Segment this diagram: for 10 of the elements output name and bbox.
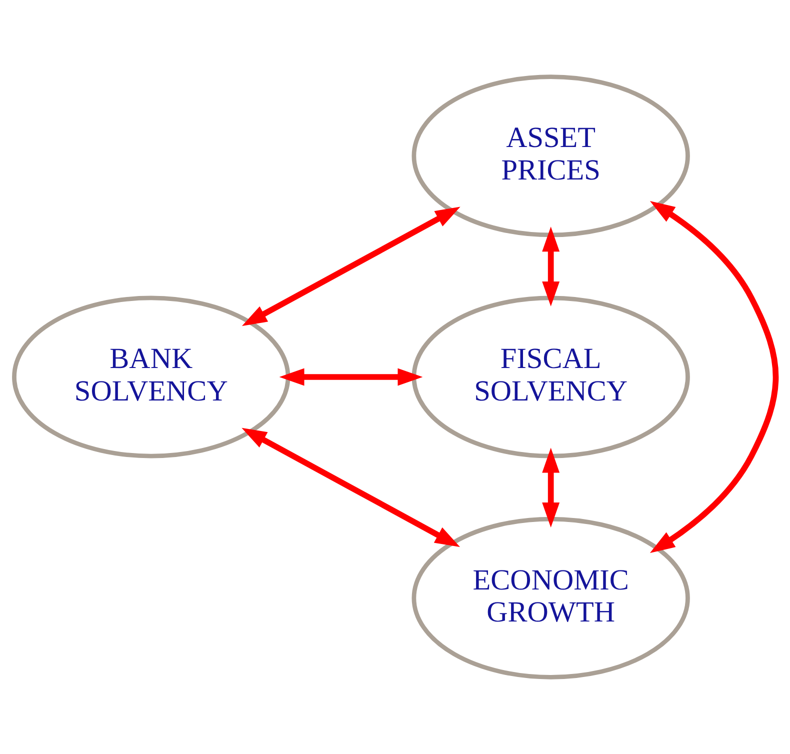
- arrow: [242, 428, 460, 548]
- node-ellipse: ASSET PRICES: [412, 74, 690, 238]
- arrow: [542, 448, 560, 528]
- node-ellipse: BANK SOLVENCY: [12, 296, 290, 458]
- arrow: [279, 368, 423, 386]
- node-ellipse: FISCAL SOLVENCY: [412, 296, 690, 458]
- arrow: [542, 226, 560, 306]
- node-ellipse: ECONOMIC GROWTH: [412, 516, 690, 680]
- arrow: [242, 206, 460, 326]
- arrow: [650, 200, 779, 554]
